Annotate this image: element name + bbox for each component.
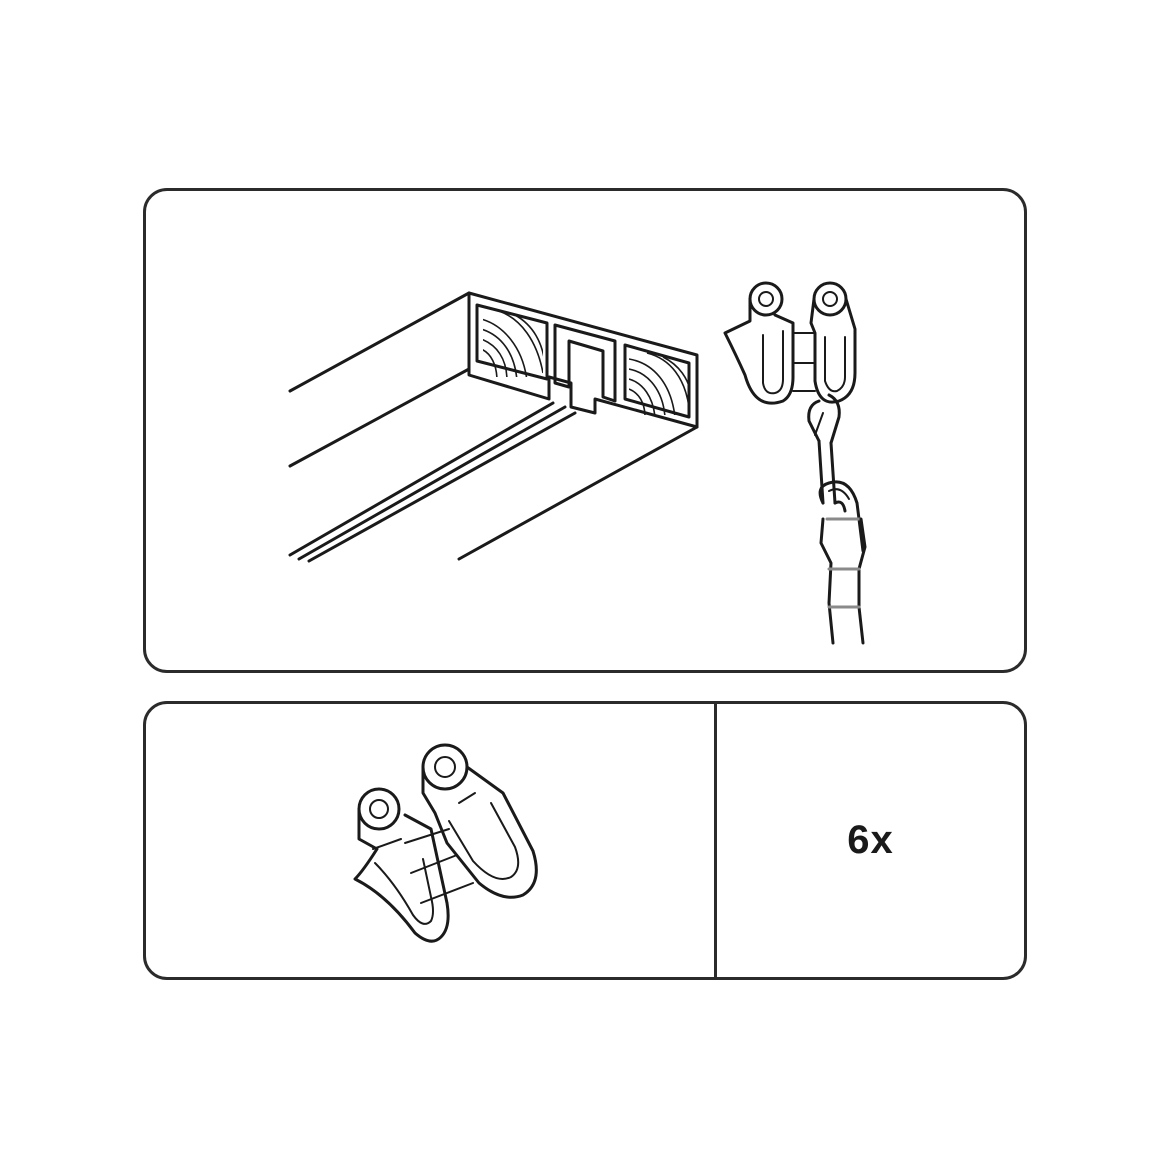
panel-divider: [714, 704, 717, 977]
curtain-glider-icon: [353, 743, 538, 943]
rail-illustration-panel: [143, 188, 1027, 673]
glider-hook-icon: [723, 281, 867, 645]
quantity-label: 6x: [847, 818, 894, 862]
curtain-rail-icon: [288, 291, 699, 563]
quantity-cell: 6x: [717, 704, 1024, 977]
parts-count-panel: 6x: [143, 701, 1027, 980]
